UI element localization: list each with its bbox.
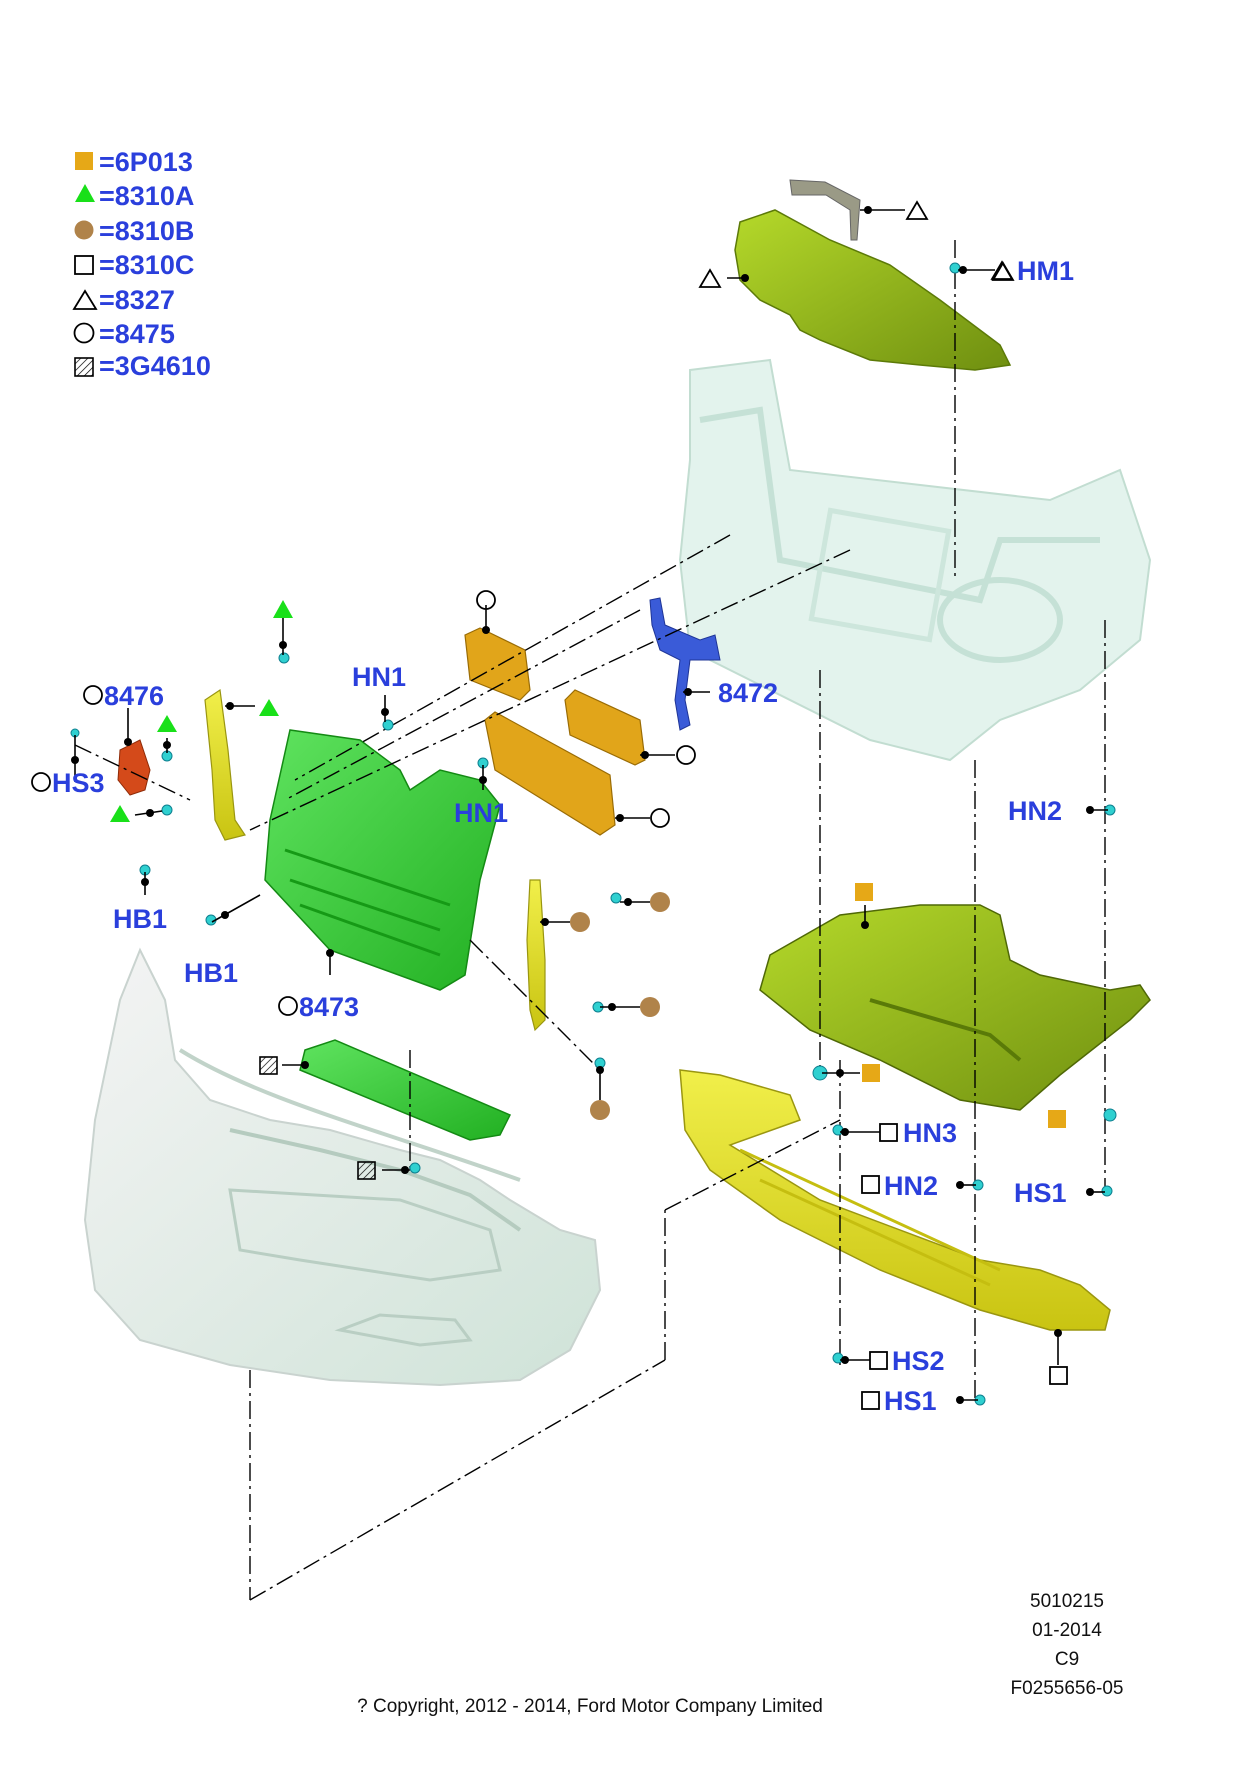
- bracket-blue: [649, 597, 721, 731]
- reference-figure-id: F0255656-05: [1010, 1678, 1123, 1699]
- callout-hn1-mid: HN1: [454, 798, 508, 828]
- reference-revision: C9: [1055, 1649, 1079, 1670]
- legend-open-triangle-symbol: [72, 289, 98, 310]
- footer: 5010215 01-2014 C9 F0255656-05 ? Copyrig…: [357, 1591, 1123, 1717]
- callout-hn2-mid: HN2: [884, 1171, 938, 1201]
- radiator-support-carrier: [678, 358, 1152, 762]
- legend-code: =8310B: [99, 216, 194, 246]
- callout-hb1-right: HB1: [184, 958, 238, 988]
- callout-hb1-left: HB1: [113, 904, 167, 934]
- reference-number: 5010215: [1030, 1591, 1104, 1612]
- legend-open-square-symbol: [74, 255, 94, 275]
- legend: =6P013 =8310A =8310B =8310C =8327 =8475 …: [72, 147, 211, 381]
- leaders: [71, 200, 1108, 1410]
- copyright-notice: ? Copyright, 2012 - 2014, Ford Motor Com…: [357, 1696, 823, 1717]
- side-bracket-red: [117, 739, 151, 796]
- callout-8473: 8473: [299, 992, 359, 1022]
- legend-open-circle-symbol: [73, 322, 95, 344]
- air-deflector-side: [204, 688, 546, 1032]
- callout-hn1-top: HN1: [352, 662, 406, 692]
- callout-8476: 8476: [104, 681, 164, 711]
- legend-hatched-square-symbol: [74, 357, 94, 377]
- callout-hn2-right: HN2: [1008, 796, 1062, 826]
- front-bumper-cover: [83, 947, 602, 1387]
- legend-filled-circle-symbol: [74, 220, 94, 240]
- callout-hs2: HS2: [892, 1346, 945, 1376]
- reference-date: 01-2014: [1032, 1620, 1102, 1641]
- fasteners: [70, 262, 1117, 1406]
- grille-reinforcement: [264, 729, 501, 991]
- callout-hs3: HS3: [52, 768, 105, 798]
- legend-filled-triangle-symbol: [75, 184, 95, 202]
- callout-hs1-right: HS1: [1014, 1178, 1067, 1208]
- callout-hs1-bottom: HS1: [884, 1386, 937, 1416]
- legend-code: =6P013: [99, 147, 193, 177]
- callout-hm1: HM1: [1017, 256, 1074, 286]
- legend-code: =3G4610: [99, 351, 211, 381]
- callout-8472: 8472: [718, 678, 778, 708]
- callout-labels: HM1 8476 HS3 HN1 HN1 8472 HB1 HB1 8473 H…: [31, 256, 1074, 1416]
- splash-shield-rear: [759, 904, 1151, 1111]
- legend-code: =8327: [99, 285, 175, 315]
- legend-code: =8310A: [99, 181, 194, 211]
- callout-hn3: HN3: [903, 1118, 957, 1148]
- legend-filled-square-symbol: [75, 152, 93, 170]
- legend-code: =8310C: [99, 250, 194, 280]
- lower-grille-shield: [299, 1039, 512, 1141]
- air-deflector-inner-orange: [464, 627, 646, 836]
- legend-code: =8475: [99, 319, 175, 349]
- splash-shield-front: [679, 1069, 1111, 1331]
- alignment-lines: [74, 240, 1106, 1601]
- air-deflector-upper: [734, 179, 1012, 371]
